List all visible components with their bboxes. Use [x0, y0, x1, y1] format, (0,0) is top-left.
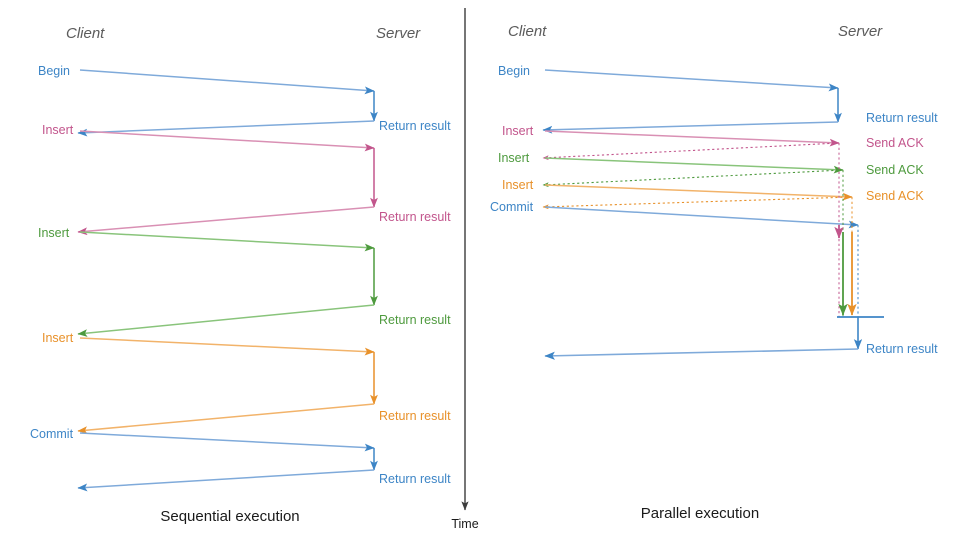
return-result-label: Return result: [379, 313, 451, 327]
response-arrow: [542, 121, 839, 134]
server-work-bars: [834, 225, 857, 316]
panel-caption-sequential: Sequential execution: [160, 508, 299, 525]
return-result-label: Return result: [379, 210, 451, 224]
message-label-begin: Begin: [498, 64, 530, 78]
return-result-label: Return result: [379, 472, 451, 486]
ack-arrow-dotted: [542, 196, 853, 210]
return-result-label: Return result: [866, 342, 938, 356]
return-result-label: Return result: [379, 409, 451, 423]
ack-label: Send ACK: [866, 189, 924, 203]
response-arrow: [77, 469, 375, 492]
request-arrow-insert: [79, 231, 375, 252]
message-label-commit: Commit: [490, 200, 534, 214]
response-arrow: [77, 403, 375, 435]
request-arrow-insert: [544, 130, 840, 147]
message-label-insert: Insert: [42, 123, 74, 137]
return-result-label: Return result: [379, 119, 451, 133]
response-arrow: [77, 206, 375, 236]
ack-label: Send ACK: [866, 136, 924, 150]
request-arrow-insert: [79, 337, 375, 356]
server-lifeline-header: Server: [838, 23, 883, 40]
request-arrow-insert: [544, 157, 844, 174]
message-label-insert: Insert: [38, 226, 70, 240]
ack-arrow-dotted: [542, 142, 840, 161]
request-group-blue-4: Commit: [490, 200, 859, 229]
request-arrow-begin: [79, 69, 375, 95]
client-lifeline-header: Client: [66, 25, 105, 42]
message-label-insert: Insert: [42, 331, 74, 345]
final-return-arrow: [544, 348, 859, 360]
server-lifeline-header: Server: [376, 25, 421, 42]
response-arrow: [77, 304, 375, 337]
panel-caption-parallel: Parallel execution: [641, 505, 759, 522]
ack-label: Return result: [866, 111, 938, 125]
message-label-insert: Insert: [502, 178, 534, 192]
request-arrow-insert: [79, 130, 375, 152]
client-lifeline-header: Client: [508, 23, 547, 40]
pending-work-dotted-lifelines: [838, 143, 859, 317]
message-label-commit: Commit: [30, 427, 74, 441]
request-arrow-commit: [544, 206, 859, 229]
time-axis-label: Time: [451, 517, 478, 531]
response-arrow: [77, 120, 375, 137]
request-arrow-begin: [544, 69, 839, 92]
request-arrow-insert: [544, 184, 853, 201]
final-return-group: Return result: [544, 317, 938, 360]
time-axis: Time: [451, 8, 479, 531]
message-label-insert: Insert: [498, 151, 530, 165]
request-arrow-commit: [79, 432, 375, 452]
message-label-begin: Begin: [38, 64, 70, 78]
message-label-insert: Insert: [502, 124, 534, 138]
ack-label: Send ACK: [866, 163, 924, 177]
ack-arrow-dotted: [542, 169, 844, 188]
